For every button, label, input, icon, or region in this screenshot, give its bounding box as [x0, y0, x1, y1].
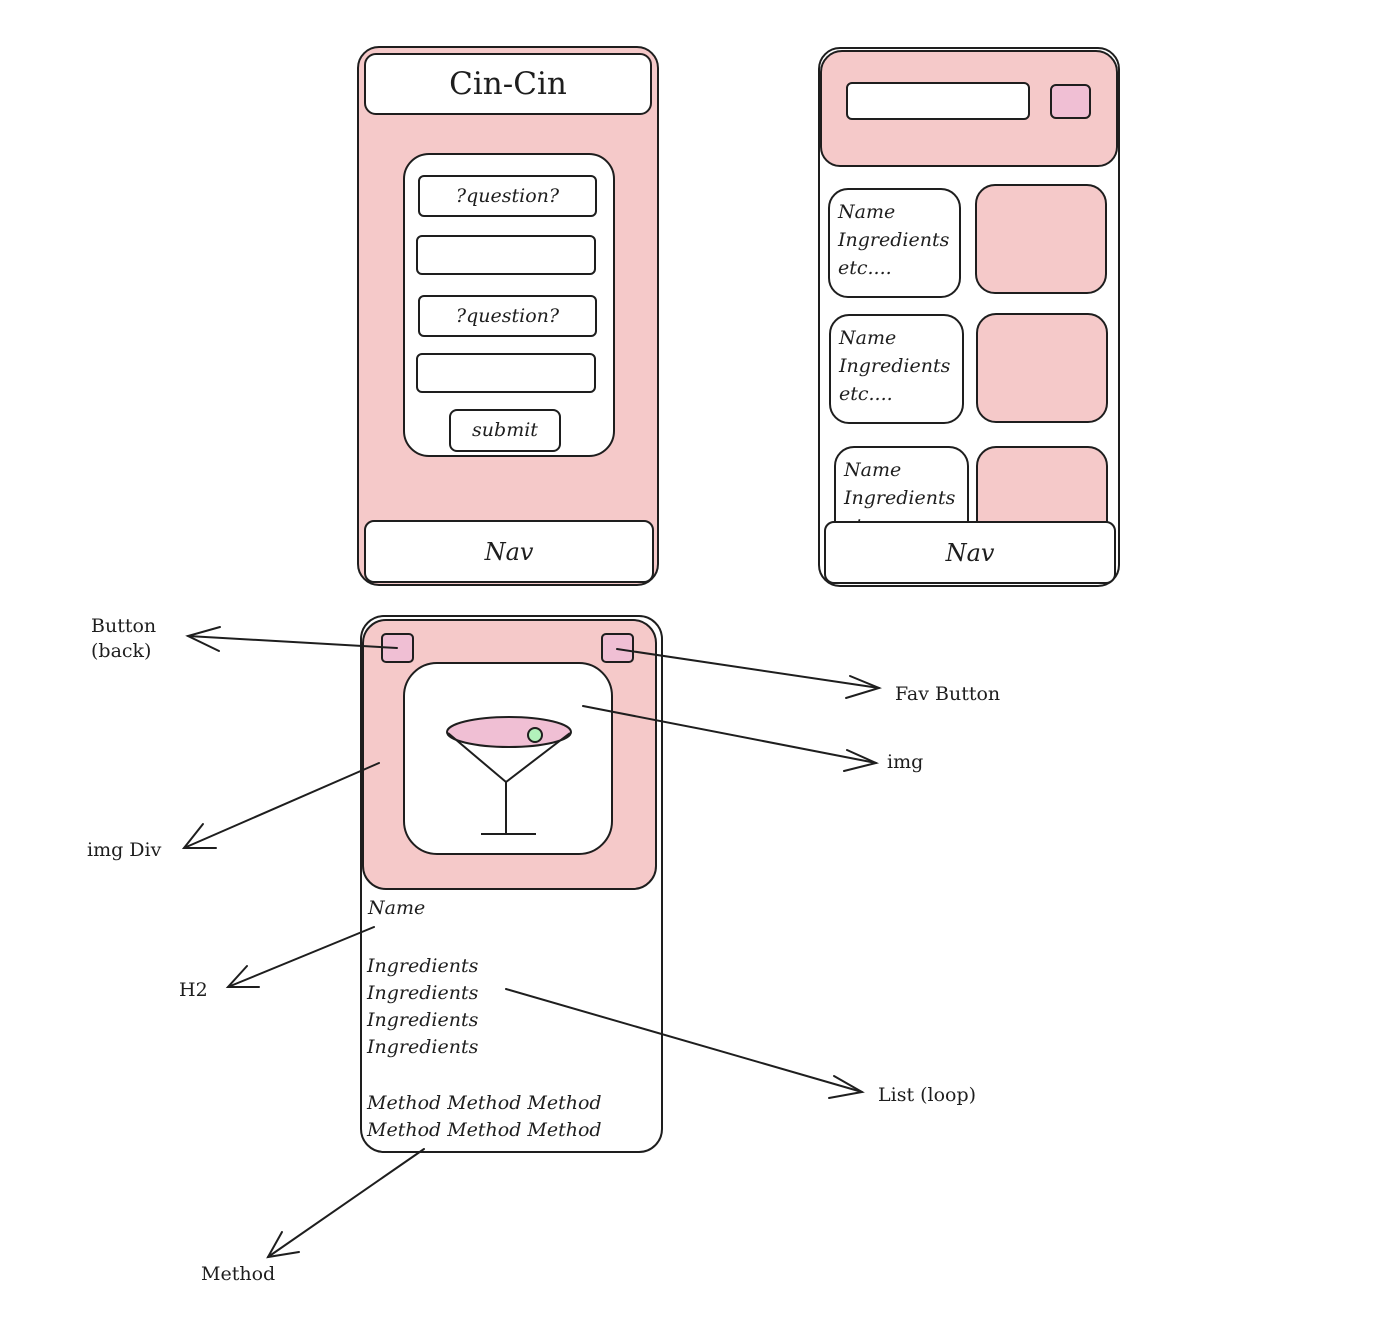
cocktail-name-h2: Name: [368, 897, 426, 919]
label-img: img: [887, 751, 924, 773]
list-item: Ingredients: [367, 982, 479, 1004]
ingredients-list: Ingredients Ingredients Ingredients Ingr…: [367, 953, 478, 1061]
submit-button[interactable]: submit: [449, 409, 561, 452]
result-card-image[interactable]: [976, 313, 1108, 423]
label-method: Method: [201, 1263, 276, 1285]
arrow-back-button: [187, 635, 398, 649]
list-item: Ingredients: [367, 1009, 479, 1031]
arrow-fav-button: [616, 648, 880, 689]
search-button[interactable]: [1050, 84, 1091, 119]
label-img-div: img Div: [87, 839, 162, 861]
search-input[interactable]: [846, 82, 1030, 120]
nav-bar[interactable]: Nav: [364, 520, 654, 583]
label-list-loop: List (loop): [878, 1084, 977, 1106]
label-button-back: Button (back): [91, 615, 157, 662]
arrow-method: [267, 1148, 425, 1258]
result-card-info[interactable]: Name Ingredients etc....: [828, 188, 961, 298]
result-card-info[interactable]: Name Ingredients etc....: [829, 314, 964, 424]
answer-input-1[interactable]: [416, 235, 596, 275]
cocktail-image: [403, 662, 613, 855]
method-text: Method Method Method Method Method Metho…: [367, 1092, 602, 1141]
app-title: Cin-Cin: [449, 65, 567, 102]
list-item: Ingredients: [367, 1036, 479, 1058]
app-header: Cin-Cin: [364, 53, 652, 115]
answer-input-2[interactable]: [416, 353, 596, 393]
list-item: Ingredients: [367, 955, 479, 977]
annotation-arrows: [181, 626, 882, 1259]
label-fav-button: Fav Button: [895, 683, 1001, 705]
cocktail-glass-icon: [446, 716, 572, 835]
arrow-h2: [227, 926, 375, 988]
nav-bar[interactable]: Nav: [824, 521, 1116, 584]
question-label-2: ?question?: [418, 295, 597, 337]
arrow-list-loop: [505, 988, 863, 1093]
arrow-img: [582, 705, 877, 764]
fav-button[interactable]: [601, 633, 634, 663]
arrow-img-div: [183, 762, 380, 849]
question-label-1: ?question?: [418, 175, 597, 217]
label-h2: H2: [179, 979, 208, 1001]
result-card-image[interactable]: [975, 184, 1107, 294]
